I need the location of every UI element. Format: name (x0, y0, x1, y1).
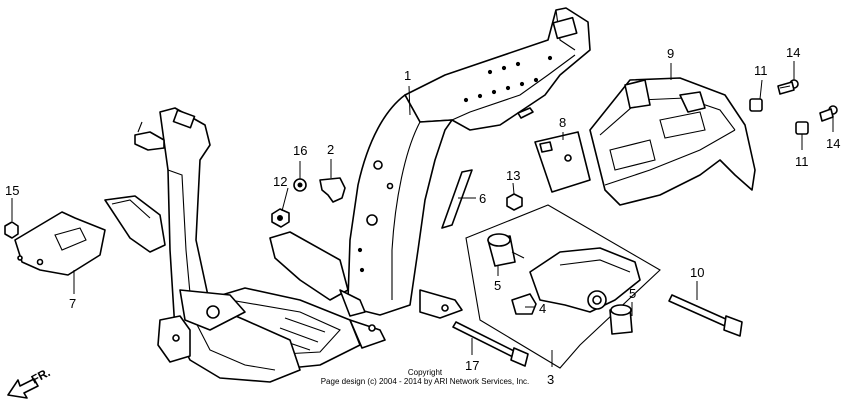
callout-16: 16 (293, 143, 307, 158)
part-10-bolt (668, 294, 743, 337)
part-3-assembly-box (465, 204, 661, 369)
callout-2: 2 (327, 142, 334, 157)
leader-lines (11, 61, 834, 367)
callout-11-lower: 11 (795, 154, 809, 169)
callout-7: 7 (69, 296, 76, 311)
part-16-bolt (293, 178, 307, 192)
callout-9: 9 (667, 46, 674, 61)
part-15-nut (4, 221, 19, 239)
copyright: Copyright Page design (c) 2004 - 2014 by… (321, 368, 530, 386)
callout-17: 17 (465, 358, 479, 373)
callout-3: 3 (547, 372, 554, 387)
part-11-nut-lower (795, 121, 809, 135)
copyright-line-1: Copyright (408, 368, 443, 377)
forward-arrow: FR. (7, 365, 52, 399)
callout-5-left: 5 (494, 278, 501, 293)
callouts: 1 2 3 4 5 5 6 7 8 9 10 11 11 12 13 14 14… (5, 45, 840, 387)
part-11-nut-upper (749, 98, 763, 112)
callout-12: 12 (273, 174, 287, 189)
callout-5-right: 5 (629, 286, 636, 301)
part-5-bushing-left (487, 233, 525, 267)
part-14-bolt-lower (819, 105, 838, 122)
callout-1: 1 (404, 68, 411, 83)
arrow-icon (7, 378, 39, 399)
part-7-bracket (14, 211, 106, 276)
callout-8: 8 (559, 115, 566, 130)
part-5-bushing-right (609, 304, 633, 335)
part-14-bolt-upper (777, 79, 799, 95)
part-4-rubber (511, 293, 537, 315)
part-6-strip (441, 169, 473, 229)
copyright-line-2: Page design (c) 2004 - 2014 by ARI Netwo… (321, 377, 530, 386)
frame-body (347, 7, 591, 319)
part-17-bolt (452, 321, 529, 367)
part-8-plate (534, 131, 591, 193)
callout-10: 10 (690, 265, 704, 280)
callout-15: 15 (5, 183, 19, 198)
callout-14-lower: 14 (826, 136, 840, 151)
callout-6: 6 (479, 191, 486, 206)
part-9-box (589, 77, 756, 206)
part-2-clip (319, 177, 346, 203)
callout-14-upper: 14 (786, 45, 800, 60)
callout-13: 13 (506, 168, 520, 183)
part-12-nut (271, 208, 290, 228)
front-frame (104, 107, 301, 383)
part-3-engine-hanger (529, 247, 641, 313)
callout-4: 4 (539, 301, 546, 316)
part-13-nut (506, 193, 523, 211)
callout-11-upper: 11 (754, 63, 768, 78)
